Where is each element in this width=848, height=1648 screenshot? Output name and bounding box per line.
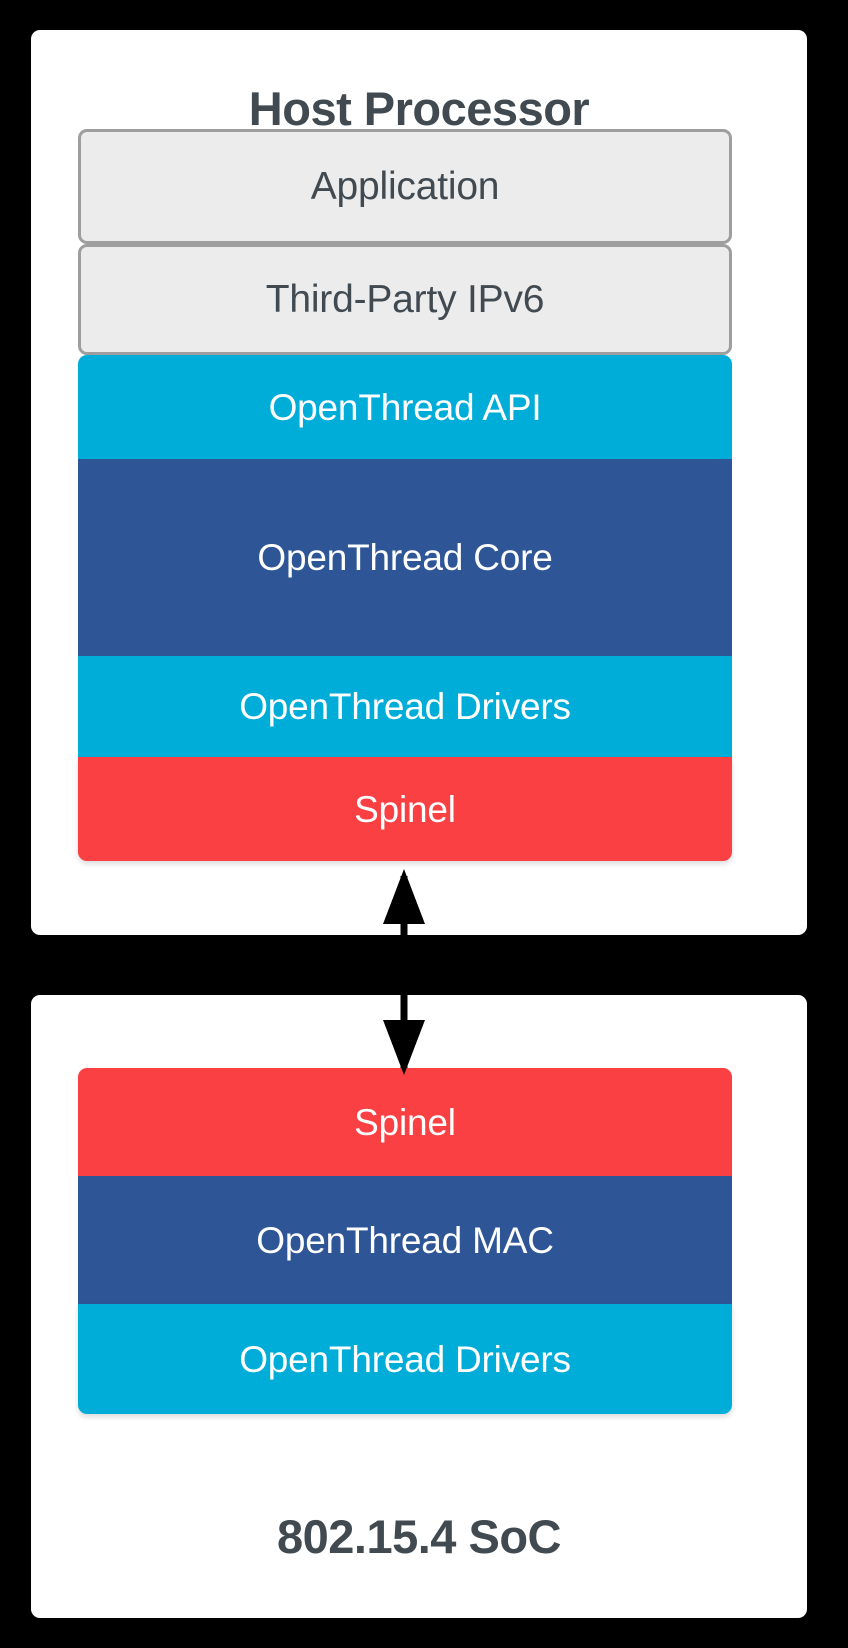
layer-openthread-mac[interactable]: OpenThread MAC bbox=[78, 1176, 732, 1304]
layer-openthread-drivers-soc[interactable]: OpenThread Drivers bbox=[78, 1304, 732, 1414]
host-processor-panel: Host Processor Application Third-Party I… bbox=[31, 30, 807, 935]
layer-openthread-core[interactable]: OpenThread Core bbox=[78, 459, 732, 656]
layer-openthread-drivers-host[interactable]: OpenThread Drivers bbox=[78, 656, 732, 757]
host-processor-title: Host Processor bbox=[248, 82, 590, 135]
layer-spinel-soc[interactable]: Spinel bbox=[78, 1068, 732, 1176]
layer-spinel-host[interactable]: Spinel bbox=[78, 757, 732, 861]
soc-panel: Spinel OpenThread MAC OpenThread Drivers… bbox=[31, 995, 807, 1618]
soc-layer-stack: Spinel OpenThread MAC OpenThread Drivers bbox=[78, 1068, 732, 1414]
soc-title: 802.15.4 SoC bbox=[276, 1510, 562, 1563]
host-processor-layer-stack: Application Third-Party IPv6 OpenThread … bbox=[78, 129, 732, 861]
layer-third-party-ipv6[interactable]: Third-Party IPv6 bbox=[78, 244, 732, 355]
layer-openthread-api[interactable]: OpenThread API bbox=[78, 355, 732, 459]
layer-application[interactable]: Application bbox=[78, 129, 732, 244]
